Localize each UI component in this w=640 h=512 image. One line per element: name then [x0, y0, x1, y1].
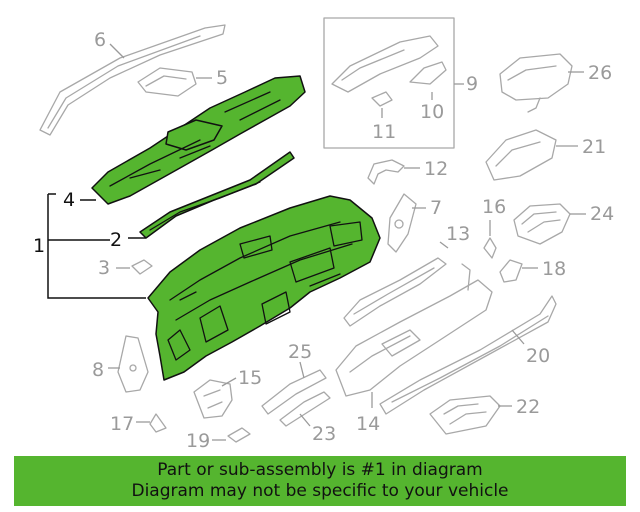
part-23-trim[interactable]: [279, 391, 331, 427]
part-14-lower-panel[interactable]: [335, 263, 493, 397]
callout-17: 17: [110, 413, 134, 435]
leader-1-main: [47, 193, 146, 299]
part-3-clip[interactable]: [131, 259, 153, 275]
parts-diagram: 6 5 4 2 1 3 9 10: [33, 17, 614, 452]
part-17-clip[interactable]: [149, 413, 167, 433]
part-5-cover[interactable]: [137, 67, 197, 97]
part-group-9-box[interactable]: [323, 17, 455, 149]
part-6-trim-strip[interactable]: [39, 24, 226, 136]
part-4-upper-panel[interactable]: [91, 75, 306, 205]
leader-25: [299, 361, 305, 379]
callout-20: 20: [526, 345, 550, 367]
part-18-clip[interactable]: [499, 259, 523, 283]
callout-10: 10: [420, 101, 444, 123]
leader-15: [221, 377, 237, 387]
callout-15: 15: [238, 367, 262, 389]
callout-19: 19: [186, 430, 210, 452]
part-22-vent[interactable]: [429, 395, 501, 435]
part-7-side-trim[interactable]: [387, 193, 417, 253]
part-8-side-cover[interactable]: [117, 335, 149, 393]
leader-20: [511, 329, 525, 345]
callout-23: 23: [312, 423, 336, 445]
callout-26: 26: [588, 62, 612, 84]
callout-24: 24: [590, 203, 614, 225]
callout-22: 22: [516, 396, 540, 418]
part-21-bracket[interactable]: [485, 129, 557, 181]
part-2-defroster-strip[interactable]: [139, 151, 295, 239]
part-1-instrument-panel[interactable]: [147, 195, 381, 381]
callout-3: 3: [98, 257, 110, 279]
part-16-clip[interactable]: [483, 237, 497, 259]
part-20-bar[interactable]: [379, 295, 557, 415]
part-15-bracket[interactable]: [193, 379, 233, 419]
part-12-handle[interactable]: [367, 159, 405, 185]
leader-13: [439, 241, 449, 249]
callout-14: 14: [356, 413, 380, 435]
part-24-switch-panel[interactable]: [513, 203, 571, 245]
callout-18: 18: [542, 258, 566, 280]
leader-23: [299, 413, 311, 427]
callout-1: 1: [33, 235, 45, 257]
callout-6: 6: [94, 29, 106, 51]
callout-2: 2: [110, 229, 122, 251]
part-13-trim[interactable]: [343, 257, 447, 327]
callout-8: 8: [92, 359, 104, 381]
part-26-module[interactable]: [499, 53, 573, 113]
info-banner: Part or sub-assembly is #1 in diagram Di…: [14, 456, 626, 506]
callout-21: 21: [582, 136, 606, 158]
callout-7: 7: [430, 197, 442, 219]
callout-11: 11: [372, 121, 396, 143]
callout-13: 13: [446, 223, 470, 245]
banner-line-2: Diagram may not be specific to your vehi…: [131, 481, 509, 501]
callout-12: 12: [424, 158, 448, 180]
callout-9: 9: [466, 73, 478, 95]
leader-6: [109, 43, 125, 59]
part-25-trim[interactable]: [261, 369, 327, 415]
banner-line-1: Part or sub-assembly is #1 in diagram: [157, 460, 483, 480]
callout-5: 5: [216, 67, 228, 89]
callout-25: 25: [288, 341, 312, 363]
part-19-clip[interactable]: [227, 427, 251, 443]
callout-4: 4: [63, 189, 75, 211]
callout-16: 16: [482, 196, 506, 218]
